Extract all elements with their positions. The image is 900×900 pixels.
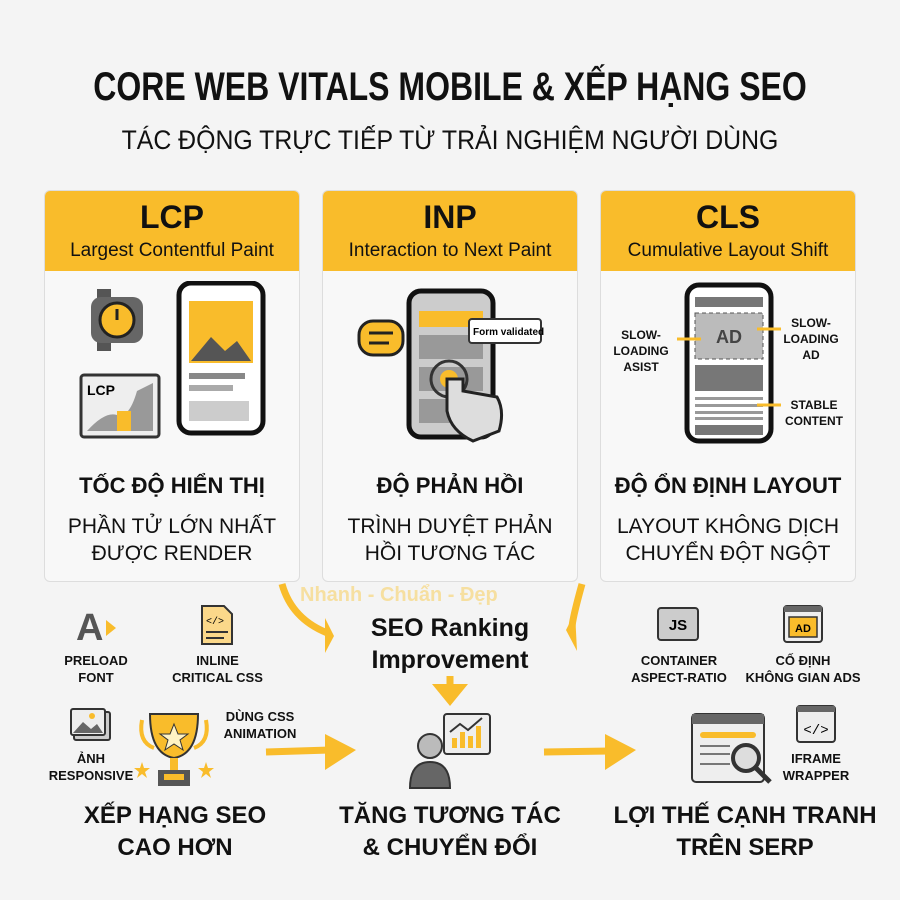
image-icon	[70, 708, 111, 741]
card-heading: TỐC ĐỘ HIỂN THỊ	[79, 473, 265, 498]
card-full-name: Cumulative Layout Shift	[627, 240, 829, 261]
card-full-name: Largest Contentful Paint	[70, 240, 274, 261]
arrow-right-2	[543, 747, 611, 756]
arrowhead	[325, 618, 334, 653]
watermark: Nhanh - Chuẩn - Đẹp	[300, 584, 498, 606]
card-description: LAYOUT KHÔNG DỊCH CHUYỂN ĐỘT NGỘT	[601, 513, 855, 567]
lcp-chart-label: LCP	[87, 382, 115, 398]
card-inp: INP Interaction to Next Paint Form valid…	[322, 190, 578, 582]
desc-line: TRÌNH DUYỆT PHẢN	[347, 515, 553, 538]
outcome-engagement-conversion: TĂNG TƯƠNG TÁC& CHUYỂN ĐỔI	[339, 802, 561, 861]
card-cls: CLS Cumulative Layout Shift AD SLOW-LOAD…	[600, 190, 856, 582]
user-analytics-icon	[408, 713, 491, 789]
svg-text:JS: JS	[669, 617, 687, 634]
lcp-illustration: LCP	[79, 281, 266, 439]
trophy-icon	[134, 713, 214, 786]
ad-slot-icon: AD	[783, 605, 823, 643]
stopwatch-icon	[91, 289, 143, 351]
card-full-name: Interaction to Next Paint	[348, 240, 552, 261]
chat-bubble-icon	[357, 319, 405, 357]
iframe-code-icon: </>	[796, 705, 836, 743]
card-lcp: LCP Largest Contentful Paint LCP TỐC ĐỘ …	[44, 190, 300, 582]
desc-line: ĐƯỢC RENDER	[91, 542, 253, 565]
svg-text:Form validated: Form validated	[473, 327, 544, 338]
card-heading: ĐỘ ỔN ĐỊNH LAYOUT	[614, 473, 842, 498]
phone-image-icon	[176, 281, 266, 436]
arrowhead	[325, 734, 356, 770]
arrowhead	[432, 684, 468, 706]
cls-illustration: AD	[677, 282, 781, 444]
desc-line: LAYOUT KHÔNG DỊCH	[616, 515, 840, 538]
page-subtitle: TÁC ĐỘNG TRỰC TIẾP TỪ TRẢI NGHIỆM NGƯỜI …	[121, 125, 779, 155]
inp-illustration: Form validated	[357, 288, 544, 443]
card-abbr: INP	[423, 199, 477, 235]
lcp-chart-icon	[79, 373, 161, 439]
arrow-right-1	[265, 746, 331, 756]
desc-line: PHẦN TỬ LỚN NHẤT	[67, 515, 277, 538]
svg-text:AD: AD	[795, 623, 811, 635]
preload-font-icon: A	[76, 607, 116, 646]
code-file-icon: </>	[201, 605, 233, 645]
toast-notification: Form validated	[468, 318, 544, 344]
page-title: CORE WEB VITALS MOBILE & XẾP HẠNG SEO	[93, 65, 807, 109]
svg-text:A: A	[76, 607, 103, 646]
js-container-icon: JS	[657, 607, 699, 641]
card-header: INP Interaction to Next Paint	[323, 191, 577, 271]
serp-search-icon	[691, 713, 772, 784]
arrow-lcp-to-center	[278, 582, 332, 638]
card-header: CLS Cumulative Layout Shift	[601, 191, 855, 271]
svg-text:AD: AD	[716, 327, 742, 347]
card-abbr: CLS	[696, 199, 760, 235]
card-description: TRÌNH DUYỆT PHẢN HỒI TƯƠNG TÁC	[323, 513, 577, 567]
card-abbr: LCP	[140, 199, 204, 235]
tap-hand-icon	[429, 359, 504, 443]
svg-text:</>: </>	[803, 723, 828, 739]
desc-line: CHUYỂN ĐỘT NGỘT	[625, 542, 831, 565]
svg-text:</>: </>	[206, 616, 224, 628]
arrowhead	[605, 734, 636, 770]
card-heading: ĐỘ PHẢN HỒI	[376, 473, 524, 498]
card-description: PHẦN TỬ LỚN NHẤT ĐƯỢC RENDER	[45, 513, 299, 567]
card-header: LCP Largest Contentful Paint	[45, 191, 299, 271]
desc-line: HỒI TƯƠNG TÁC	[364, 542, 536, 565]
arrowhead	[566, 612, 577, 651]
